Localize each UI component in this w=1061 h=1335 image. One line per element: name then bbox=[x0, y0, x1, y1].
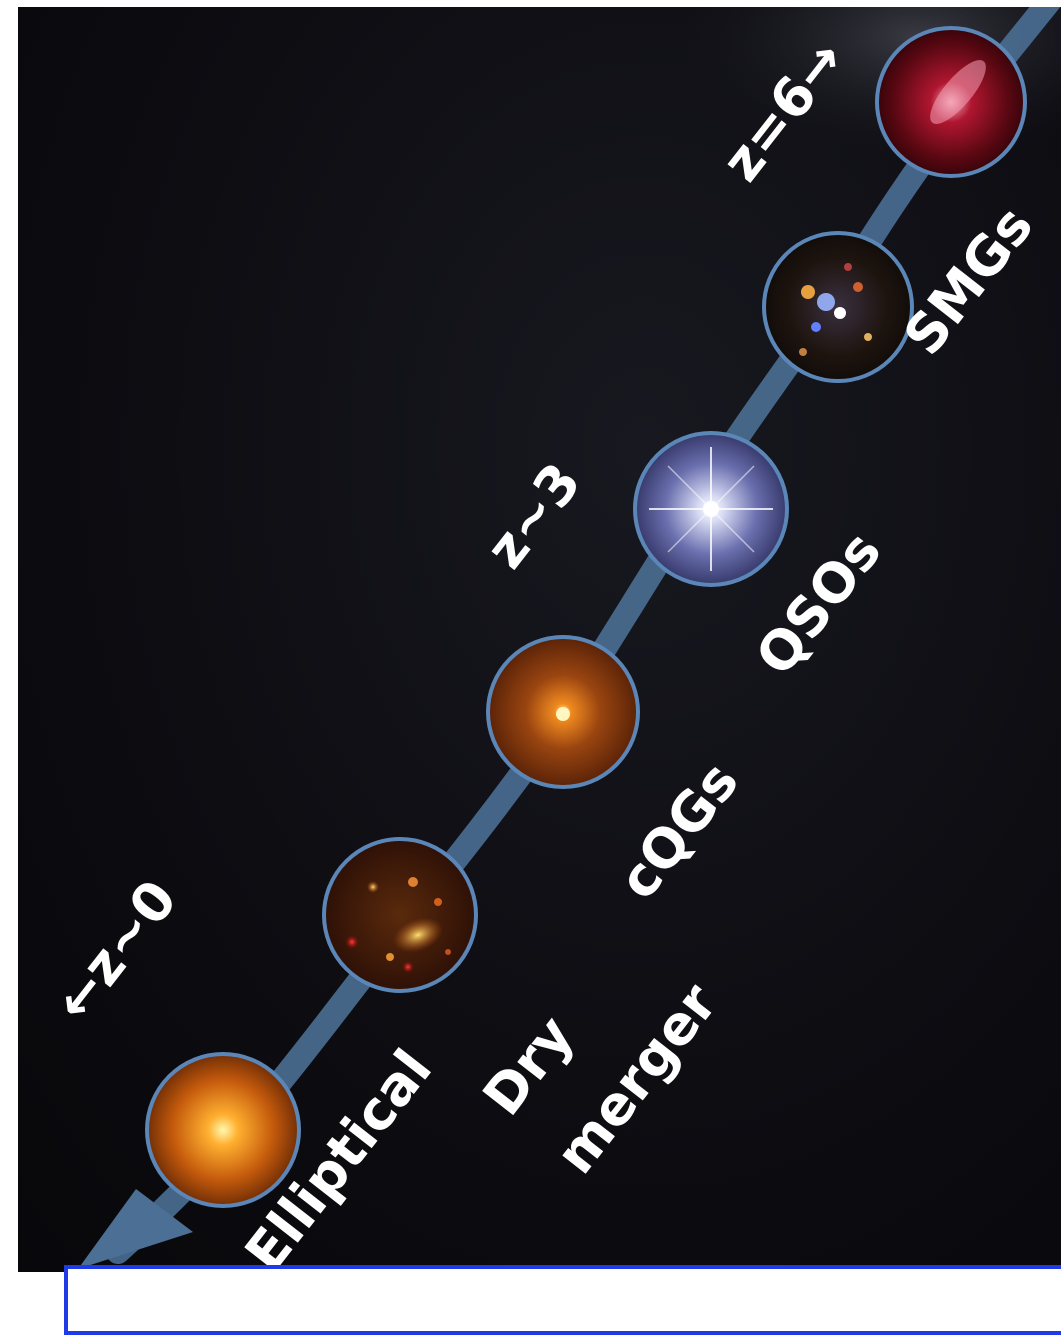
label-dry: Dry bbox=[471, 1004, 586, 1127]
galaxy-evolution-diagram: z=6→ SMGs z~3 QSOs cQGs ←z~0 Dry merger … bbox=[42, 7, 1061, 1272]
galaxy-z6 bbox=[875, 26, 1027, 178]
label-z3: z~3 bbox=[473, 451, 593, 580]
diagram-panel: z=6→ SMGs z~3 QSOs cQGs ←z~0 Dry merger … bbox=[18, 7, 1061, 1272]
galaxy-cqg bbox=[486, 635, 640, 789]
galaxy-qso bbox=[633, 431, 789, 587]
galaxy-dry-merger bbox=[322, 837, 478, 993]
galaxy-elliptical bbox=[145, 1052, 301, 1208]
galaxy-smg bbox=[762, 231, 914, 383]
footer-caption-box bbox=[64, 1265, 1061, 1335]
label-z0: ←z~0 bbox=[42, 868, 190, 1032]
arrow-head bbox=[78, 1189, 193, 1269]
label-smgs: SMGs bbox=[892, 195, 1046, 367]
label-cqgs: cQGs bbox=[606, 750, 751, 910]
label-merger: merger bbox=[543, 972, 729, 1186]
